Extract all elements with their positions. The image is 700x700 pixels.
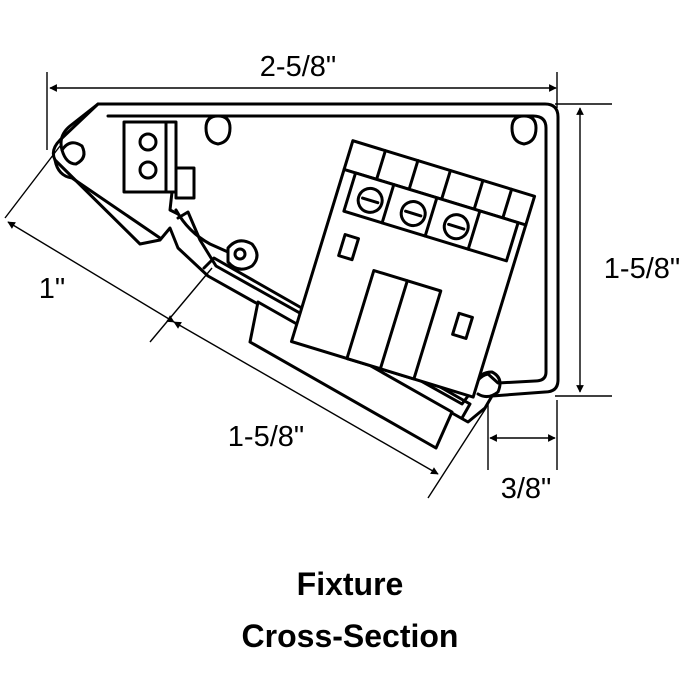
dimension-lines	[7, 84, 584, 475]
dim-label-bevel-small: 1"	[39, 273, 65, 305]
lamp-assembly	[289, 139, 537, 399]
dim-line-bevel-large	[173, 321, 439, 475]
extension-lines	[4, 72, 612, 499]
caption-title: Fixture	[296, 566, 404, 602]
dim-label-bevel-large: 1-5/8"	[228, 421, 304, 453]
dim-label-right-height: 1-5/8"	[604, 253, 680, 285]
terminal-block	[122, 120, 196, 216]
dim-label-bottom-lip: 3/8"	[501, 473, 552, 505]
dim-label-top-width: 2-5/8"	[260, 51, 336, 83]
dim-line-bevel-small	[7, 221, 175, 323]
caption-subtitle: Cross-Section	[241, 618, 459, 654]
